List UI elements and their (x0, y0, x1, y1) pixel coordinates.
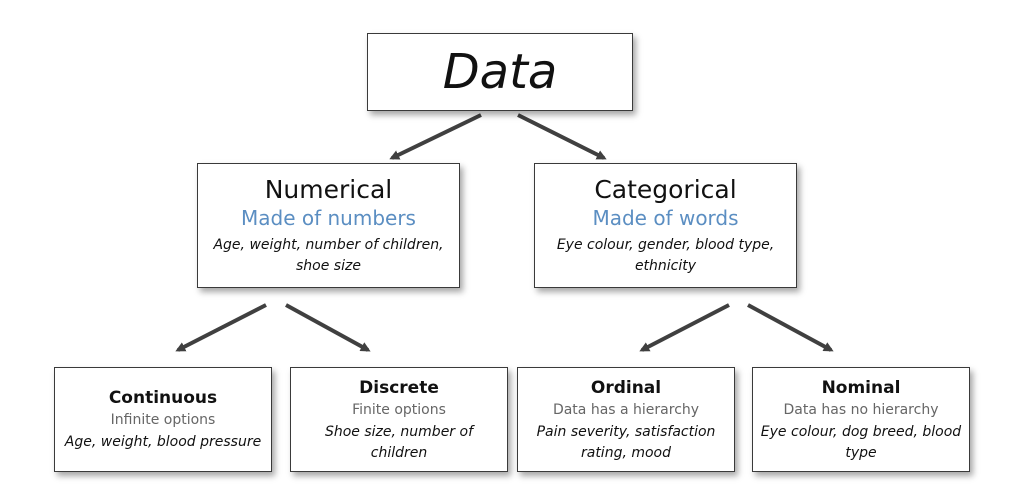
arrow-data-to-numerical (389, 113, 482, 160)
continuous-examples: Age, weight, blood pressure (64, 434, 262, 450)
ordinal-subtitle: Data has a hierarchy (552, 401, 700, 418)
nominal-examples: Eye colour, dog breed, blood type (760, 423, 962, 461)
continuous-title: Continuous (108, 388, 218, 408)
numerical-subtitle: Made of numbers (241, 205, 416, 230)
nominal-title: Nominal (821, 377, 901, 398)
arrow-numerical-to-continuous (175, 303, 267, 352)
arrow-categorical-to-nominal (747, 303, 834, 352)
numerical-title: Numerical (264, 174, 393, 204)
arrow-data-to-categorical (517, 113, 607, 160)
categorical-examples: Eye colour, gender, blood type, ethnicit… (556, 236, 775, 274)
continuous-subtitle: Infinite options (110, 412, 216, 428)
arrow-categorical-to-ordinal (639, 303, 730, 352)
categorical-title: Categorical (594, 174, 737, 204)
arrow-numerical-to-discrete (285, 303, 371, 352)
categorical-node: Categorical Made of words Eye colour, ge… (534, 163, 797, 288)
ordinal-node: Ordinal Data has a hierarchy Pain severi… (517, 367, 735, 472)
discrete-title: Discrete (359, 377, 439, 398)
discrete-node: Discrete Finite options Shoe size, numbe… (290, 367, 508, 472)
data-root-node: Data (367, 33, 633, 111)
root-title: Data (442, 44, 558, 100)
numerical-node: Numerical Made of numbers Age, weight, n… (197, 163, 460, 288)
ordinal-examples: Pain severity, satisfaction rating, mood (536, 423, 716, 461)
categorical-subtitle: Made of words (592, 205, 739, 230)
ordinal-title: Ordinal (590, 377, 662, 398)
nominal-subtitle: Data has no hierarchy (783, 401, 939, 418)
continuous-node: Continuous Infinite options Age, weight,… (54, 367, 272, 472)
nominal-node: Nominal Data has no hierarchy Eye colour… (752, 367, 970, 472)
discrete-examples: Shoe size, number of children (324, 423, 474, 461)
numerical-examples: Age, weight, number of children, shoe si… (213, 236, 444, 274)
discrete-subtitle: Finite options (352, 401, 446, 418)
